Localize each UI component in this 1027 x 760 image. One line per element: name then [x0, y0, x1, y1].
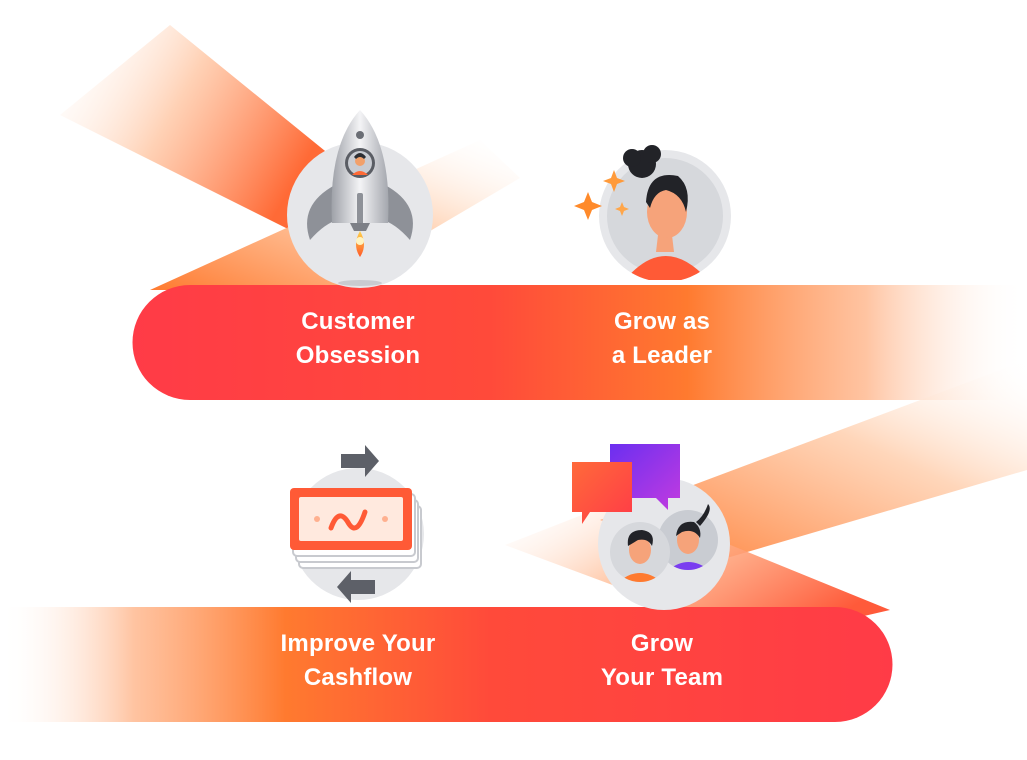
card-grow-your-team [568, 440, 743, 610]
label-line-2: a Leader [611, 342, 713, 369]
label-line-2: Cashflow [303, 664, 413, 691]
label-line-2: Obsession [295, 342, 421, 369]
label-line-1: Grow as [613, 308, 711, 335]
team-chat-icon [572, 444, 730, 610]
label-grow-your-team: Grow Your Team [556, 627, 768, 695]
rocket-icon [287, 110, 433, 288]
label-line-1: Grow [630, 630, 694, 657]
label-line-1: Improve Your [280, 630, 436, 657]
card-improve-your-cashflow [283, 442, 433, 607]
label-customer-obsession: Customer Obsession [256, 305, 460, 373]
card-grow-as-a-leader [570, 140, 745, 282]
label-line-2: Your Team [600, 664, 724, 691]
leader-portrait-icon [574, 145, 731, 282]
label-improve-your-cashflow: Improve Your Cashflow [240, 627, 476, 695]
card-customer-obsession [280, 105, 440, 295]
cash-stack-icon [290, 445, 424, 603]
label-line-1: Customer [301, 308, 415, 335]
label-grow-as-a-leader: Grow as a Leader [560, 305, 764, 373]
